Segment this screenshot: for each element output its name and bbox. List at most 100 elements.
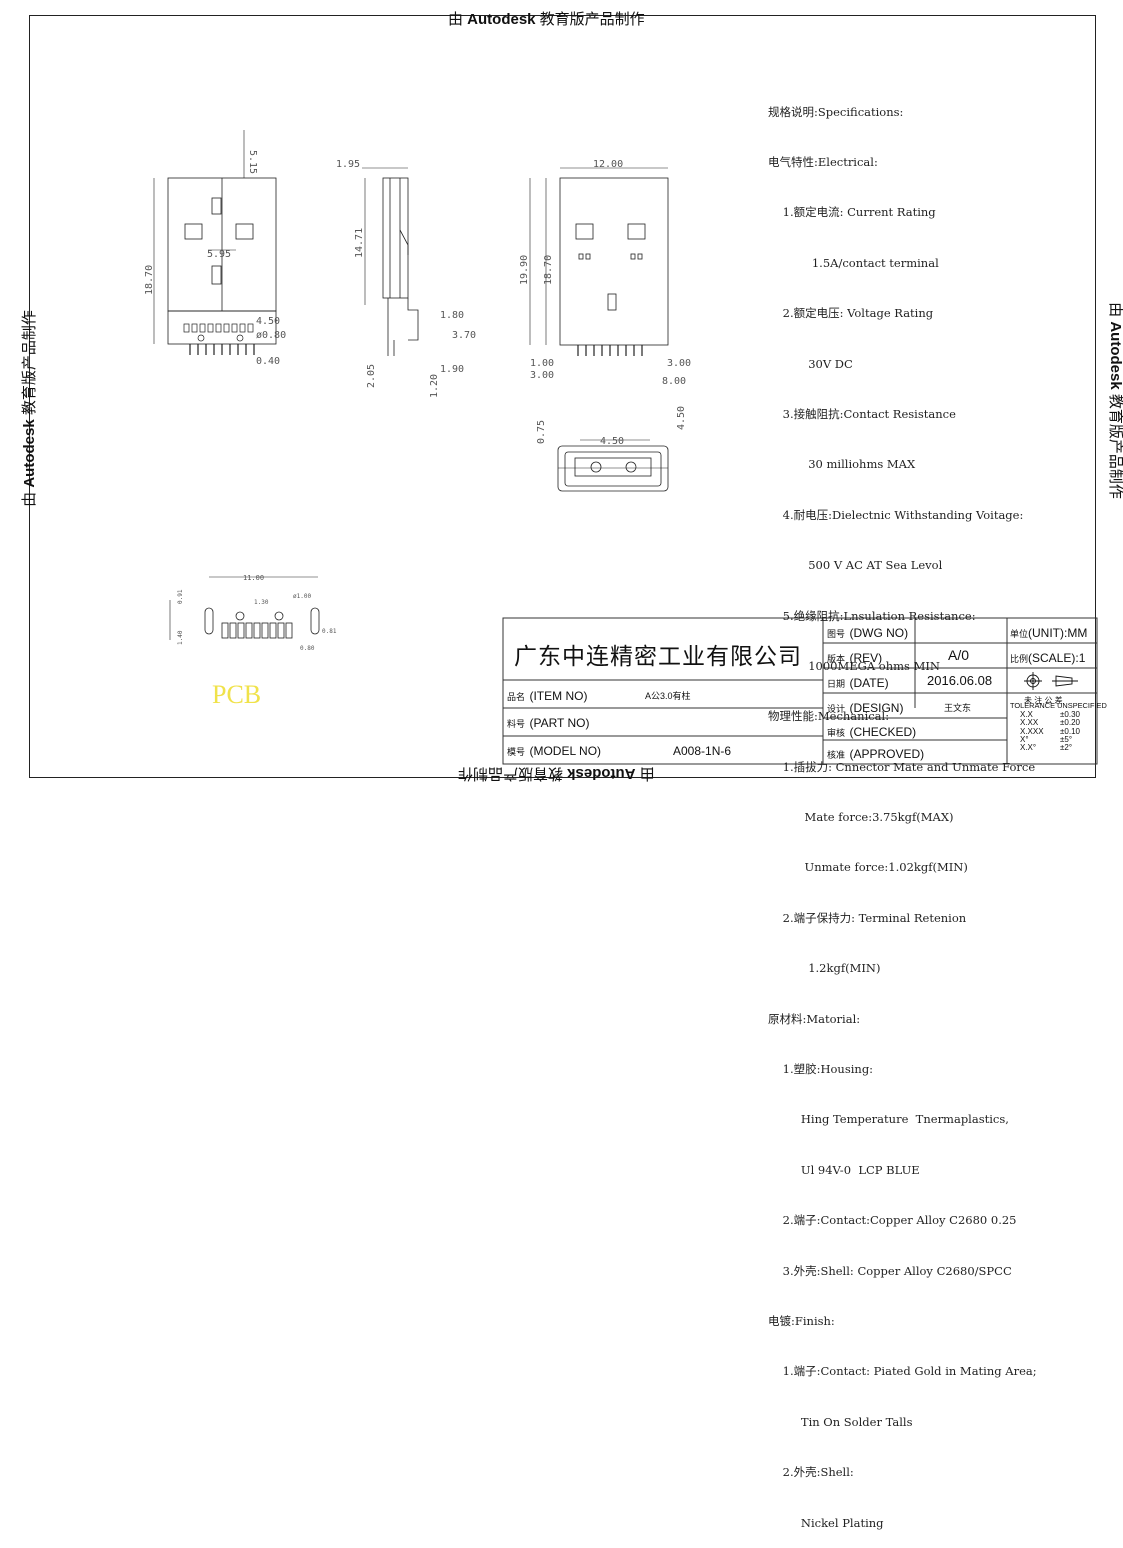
approved-en: (APPROVED)	[849, 747, 925, 761]
design-value: 王文东	[944, 703, 972, 713]
dim-side-0: 1.95	[336, 159, 360, 170]
drawing-frame	[29, 15, 1096, 778]
dim-top-0: 12.00	[593, 159, 623, 170]
dim-pcb-3: 0.91	[177, 589, 184, 604]
tolerance-key: X.X	[1020, 710, 1033, 720]
model-no-en: (MODEL NO)	[529, 744, 602, 758]
watermark-top: 由 Autodesk 教育版产品制作	[448, 8, 645, 29]
tolerance-value: ±0.10	[1060, 726, 1080, 736]
title-block-grid	[502, 617, 1098, 765]
dwg-no-label: 图号 (DWG NO)	[827, 624, 908, 642]
date-label: 日期 (DATE)	[827, 674, 889, 692]
tolerance-title-en: TOLERANCE UNSPECIFIED	[1010, 701, 1107, 710]
specifications: 规格说明:Specifications: 电气特性:Electrical: 1.…	[768, 70, 1037, 1548]
scale-en: (SCALE):1	[1028, 651, 1086, 665]
spec-line: 500 V AC AT Sea Levol	[768, 558, 943, 573]
design-label: 设计 (DESIGN)	[827, 699, 903, 717]
spec-line: 2.外壳:Shell:	[768, 1465, 854, 1480]
spec-line: 1000MEGA ohms MIN	[768, 658, 940, 673]
end-view	[557, 439, 669, 492]
dimension-labels: 5.15 5.95 18.70 4.50 ø0.80 0.40 1.95 14.…	[144, 150, 691, 652]
tolerance-value: ±0.20	[1060, 718, 1080, 728]
dim-front-2: 18.70	[144, 265, 155, 295]
tolerance-value: ±2°	[1060, 743, 1073, 753]
spec-line: 30 milliohms MAX	[768, 457, 916, 472]
spec-line: 规格说明:Specifications:	[768, 104, 904, 119]
dim-front-1: 5.95	[207, 249, 231, 260]
item-no-value: A公3.0有柱	[645, 691, 691, 701]
spec-line: 物理性能:Mechanical:	[768, 709, 890, 724]
spec-line: Nickel Plating	[768, 1515, 884, 1530]
watermark-suffix: 教育版产品制作	[535, 11, 645, 28]
item-no-label: 品名 (ITEM NO)	[507, 687, 587, 705]
dwg-no-en: (DWG NO)	[849, 626, 909, 640]
side-view	[362, 167, 419, 356]
tolerance-row: X.X° ±2°	[1010, 743, 1107, 753]
dwg-no-cn: 图号	[827, 629, 846, 639]
part-no-cn: 料号	[507, 719, 526, 729]
spec-line: Unmate force:1.02kgf(MIN)	[768, 860, 968, 875]
tolerance-title-cn: 未 注 公 差	[1024, 696, 1063, 705]
model-no-label: 模号 (MODEL NO)	[507, 742, 601, 760]
tolerance-key: X.X°	[1020, 743, 1037, 753]
dim-pcb-1: 1.30	[254, 599, 269, 606]
spec-line: 30V DC	[768, 356, 853, 371]
spec-line: 1.2kgf(MIN)	[768, 961, 881, 976]
spec-line: Tin On Solder Talls	[768, 1414, 913, 1429]
checked-cn: 审核	[827, 728, 846, 738]
unit-cn: 单位	[1010, 629, 1029, 639]
date-en: (DATE)	[849, 676, 889, 690]
spec-line: 原材料:Matorial:	[768, 1011, 861, 1026]
dim-side-4: 1.90	[440, 364, 464, 375]
company-name: 广东中连精密工业有限公司	[514, 644, 802, 670]
spec-line: 1.额定电流: Current Rating	[768, 205, 936, 220]
tolerance-row: X.X ±0.30	[1010, 710, 1107, 720]
spec-line: 1.塑胶:Housing:	[768, 1062, 874, 1077]
dim-side-3: 3.70	[452, 330, 476, 341]
spec-line: 3.外壳:Shell: Copper Alloy C2680/SPCC	[768, 1263, 1012, 1278]
dim-top-1: 19.90	[519, 255, 530, 285]
part-no-label: 料号 (PART NO)	[507, 714, 589, 732]
item-no-cn: 品名	[507, 692, 526, 702]
spec-line: 4.耐电压:Dielectnic Withstanding Voitage:	[768, 507, 1024, 522]
dim-front-4: ø0.80	[256, 330, 286, 341]
spec-line: 2.端子保持力: Terminal Retenion	[768, 910, 967, 925]
model-no-cn: 模号	[507, 747, 526, 757]
dim-top-6: 8.00	[662, 376, 686, 387]
mechanical-drawing: 5.15 5.95 18.70 4.50 ø0.80 0.40 1.95 14.…	[144, 130, 1098, 765]
dim-pcb-4: 1.40	[177, 630, 184, 645]
spec-line: 5.绝缘阻抗:Lnsulation Resistance:	[768, 608, 976, 623]
dim-front-0: 5.15	[247, 150, 258, 174]
dim-front-3: 4.50	[256, 316, 280, 327]
pcb-label: PCB	[212, 680, 262, 709]
dim-pcb-5: 0.80	[300, 645, 315, 652]
tolerance-key: X.XX	[1020, 718, 1039, 728]
tolerance-table: TOLERANCE UNSPECIFIED X.X ±0.30 X.XX ±0.20…	[1010, 701, 1107, 753]
dim-top-4: 3.00	[530, 370, 554, 381]
dim-top-5: 3.00	[667, 358, 691, 369]
spec-line: Hing Temperature Tnermaplastics,	[768, 1112, 1009, 1127]
tolerance-value: ±5°	[1060, 734, 1073, 744]
watermark-brand: Autodesk	[467, 11, 536, 28]
unit-en: (UNIT):MM	[1028, 626, 1088, 640]
spec-line: 1.5A/contact terminal	[768, 255, 939, 270]
spec-line: 电气特性:Electrical:	[768, 154, 878, 169]
pcb-layout	[169, 576, 320, 640]
spec-line: Ul 94V-0 LCP BLUE	[768, 1162, 920, 1177]
rev-value: A/0	[948, 647, 970, 663]
design-cn: 设计	[827, 704, 846, 714]
spec-line: 1.端子:Contact: Piated Gold in Mating Area…	[768, 1364, 1037, 1379]
dim-side-7: 0.75	[536, 420, 547, 444]
spec-line: Mate force:3.75kgf(MAX)	[768, 810, 954, 825]
item-no-en: (ITEM NO)	[529, 689, 588, 703]
spec-line: 2.端子:Contact:Copper Alloy C2680 0.25	[768, 1213, 1017, 1228]
spec-line: 3.接触阻抗:Contact Resistance	[768, 406, 956, 421]
dim-front-5: 0.40	[256, 356, 280, 367]
rev-en: (REV)	[849, 651, 883, 665]
rev-label: 版本 (REV)	[827, 649, 882, 667]
dim-side-1: 14.71	[354, 228, 365, 258]
dim-side-5: 2.05	[366, 364, 377, 388]
tolerance-key: X.XXX	[1020, 726, 1044, 736]
tolerance-value: ±0.30	[1060, 710, 1080, 720]
checked-label: 审核 (CHECKED)	[827, 723, 916, 741]
